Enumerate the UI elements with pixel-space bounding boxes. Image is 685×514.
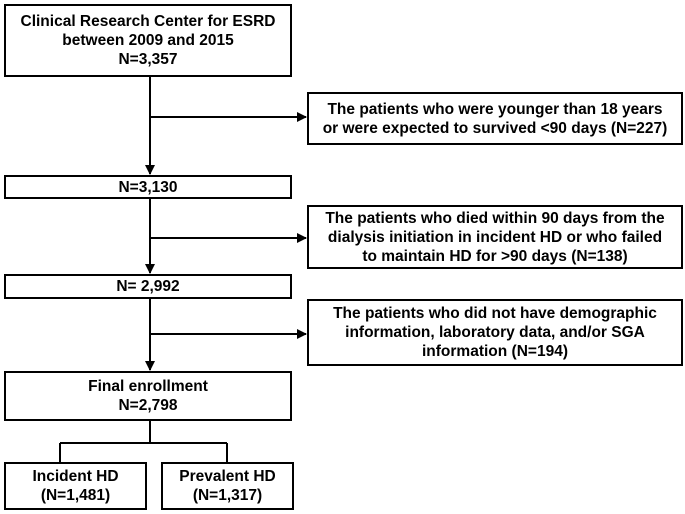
- exclusion-box-3: The patients who did not have demographi…: [307, 299, 683, 366]
- exclusion2-line-1: The patients who died within 90 days fro…: [325, 209, 665, 227]
- final-line-1: Final enrollment: [88, 378, 208, 395]
- source-line-3: N=3,357: [118, 51, 178, 68]
- final-line-2: N=2,798: [118, 397, 178, 414]
- exclusion1-line-2: or were expected to survived <90 days (N…: [322, 119, 668, 137]
- prevalent-hd-box: Prevalent HD (N=1,317): [161, 462, 294, 510]
- exclusion3-line-3: information (N=194): [422, 343, 568, 360]
- exclusion3-line-2: information, laboratory data, and/or SGA: [345, 324, 645, 341]
- exclusion2-line-2: dialysis initiation in incident HD or wh…: [327, 228, 663, 246]
- exclusion1-line-1: The patients who were younger than 18 ye…: [327, 100, 663, 118]
- exclusion-box-2: The patients who died within 90 days fro…: [307, 205, 683, 269]
- prevalent-line-1: Prevalent HD: [179, 468, 276, 485]
- final-enrollment-box: Final enrollment N=2,798: [4, 371, 292, 421]
- exclusion3-line-1: The patients who did not have demographi…: [333, 305, 657, 322]
- count-box-1: N=3,130: [4, 175, 292, 199]
- source-line-2: between 2009 and 2015: [62, 32, 234, 49]
- source-line-1: Clinical Research Center for ESRD: [20, 13, 276, 30]
- prevalent-line-2: (N=1,317): [192, 487, 263, 504]
- incident-line-2: (N=1,481): [40, 487, 111, 504]
- source-population-box: Clinical Research Center for ESRD betwee…: [4, 4, 292, 77]
- exclusion-box-1: The patients who were younger than 18 ye…: [307, 92, 683, 145]
- incident-hd-box: Incident HD (N=1,481): [4, 462, 147, 510]
- count1-line-1: N=3,130: [118, 178, 178, 196]
- incident-line-1: Incident HD: [32, 468, 119, 485]
- exclusion2-line-3: to maintain HD for >90 days (N=138): [362, 247, 628, 265]
- count-box-2: N= 2,992: [4, 274, 292, 299]
- count2-line-1: N= 2,992: [116, 278, 180, 295]
